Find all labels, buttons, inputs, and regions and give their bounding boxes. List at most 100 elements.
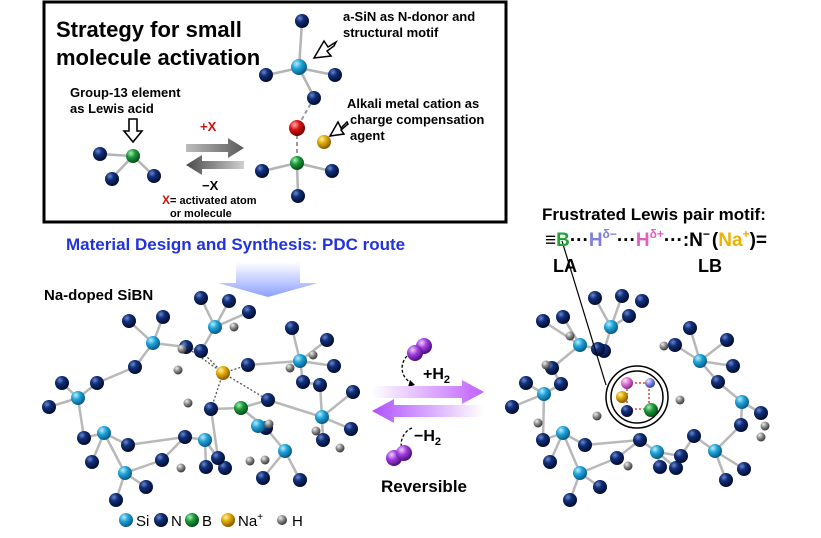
flp-callout-line xyxy=(561,240,607,386)
si-atom xyxy=(693,354,707,368)
strategy-box-frame xyxy=(42,0,508,224)
h-atom xyxy=(533,418,543,428)
n-atom xyxy=(139,480,153,494)
n-atom xyxy=(194,344,208,358)
n-atom xyxy=(621,405,633,417)
n-atom xyxy=(291,189,305,203)
na-doped-sibn-network xyxy=(42,291,360,507)
n-atom xyxy=(55,376,69,390)
n-atom xyxy=(261,393,275,407)
si-atom xyxy=(735,395,749,409)
n-atom xyxy=(105,172,119,186)
legend-n-swatch xyxy=(154,513,168,527)
strategy-box: Strategy for small molecule activation G… xyxy=(42,0,508,224)
left-structure-label: Na-doped SiBN xyxy=(44,287,153,304)
n-atom xyxy=(90,376,104,390)
n-atom xyxy=(737,462,751,476)
h-atom xyxy=(264,419,274,429)
h-atom xyxy=(308,350,318,360)
forward-gray-arrow xyxy=(186,138,244,158)
legend-h-swatch xyxy=(277,515,287,525)
h-atom xyxy=(173,365,183,375)
n-atom xyxy=(77,431,91,445)
h-atom xyxy=(260,455,270,465)
n-atom xyxy=(295,14,309,28)
n-atom xyxy=(328,68,342,82)
n-atom xyxy=(241,358,255,372)
bond xyxy=(584,438,641,447)
n-atom xyxy=(128,360,142,374)
reversible-label: Reversible xyxy=(381,477,467,496)
minus-x-label: −X xyxy=(202,178,219,193)
si-atom xyxy=(708,444,722,458)
n-atom xyxy=(622,309,636,323)
bond xyxy=(247,359,301,367)
si-atom xyxy=(198,433,212,447)
si-atom xyxy=(97,426,111,440)
legend-b-label: B xyxy=(202,513,212,530)
legend-b-swatch xyxy=(185,513,199,527)
synthesis-down-arrow xyxy=(218,262,318,297)
n-atom xyxy=(147,169,161,183)
lewis-acid-abbrev: LA xyxy=(553,256,577,276)
h-atom xyxy=(335,443,345,453)
reaction-center: +H2 −H2 Reversible xyxy=(372,338,484,496)
legend-na-swatch xyxy=(221,513,235,527)
h-atom xyxy=(592,411,602,421)
design-heading: Material Design and Synthesis: PDC route xyxy=(66,235,405,254)
na-cation-atom xyxy=(616,391,628,403)
n-atom xyxy=(199,460,213,474)
bond xyxy=(541,393,546,441)
n-atom xyxy=(320,333,334,347)
n-atom xyxy=(556,310,570,324)
n-atom xyxy=(122,314,136,328)
h2-molecule-atom xyxy=(407,345,423,361)
n-atom xyxy=(296,375,310,389)
si-atom xyxy=(118,466,132,480)
n-atom xyxy=(754,406,768,420)
n-atom xyxy=(211,451,225,465)
donor-pointer-arrow xyxy=(312,39,338,59)
minus-h2-label: −H2 xyxy=(414,428,441,448)
n-atom xyxy=(593,480,607,494)
n-atom xyxy=(653,460,667,474)
n-atom xyxy=(109,493,123,507)
donor-label-line1: a-SiN as N-donor and xyxy=(343,9,475,24)
h-atom xyxy=(659,341,669,351)
n-atom xyxy=(316,433,330,447)
n-atom xyxy=(42,400,56,414)
n-atom xyxy=(683,321,697,335)
si-atom xyxy=(71,391,85,405)
h-minus-atom xyxy=(645,378,655,388)
n-atom xyxy=(610,451,624,465)
b-atom xyxy=(234,401,248,415)
lewis-acid-label-line1: Group-13 element xyxy=(70,85,181,100)
si-atom xyxy=(573,466,587,480)
h-atom xyxy=(183,398,193,408)
n-atom xyxy=(325,164,339,178)
h-atom xyxy=(756,432,766,442)
legend-si-label: Si xyxy=(136,513,149,530)
bond xyxy=(127,435,186,447)
cation-label-line2: charge compensation xyxy=(350,112,484,127)
x-note-line1: = activated atom xyxy=(170,195,257,207)
coordination-bond xyxy=(222,372,269,401)
n-atom xyxy=(519,376,533,390)
n-atom xyxy=(242,305,256,319)
n-atom xyxy=(734,418,748,432)
flp-formula: ≡B···Hδ−···Hδ+···:N−(Na+)= xyxy=(545,227,767,251)
reverse-gray-arrow xyxy=(186,155,244,175)
h-atom xyxy=(760,421,770,431)
flp-outer-circle xyxy=(605,365,669,429)
si-atom xyxy=(146,336,160,350)
h-plus-atom xyxy=(621,377,633,389)
bond xyxy=(561,432,582,474)
n-atom xyxy=(669,461,683,475)
si-atom xyxy=(208,320,222,334)
bond xyxy=(267,398,323,419)
donor-label-line2: structural motif xyxy=(343,25,439,40)
h-atom xyxy=(541,360,551,370)
h-atom xyxy=(565,331,575,341)
coordination-bond xyxy=(185,346,224,374)
